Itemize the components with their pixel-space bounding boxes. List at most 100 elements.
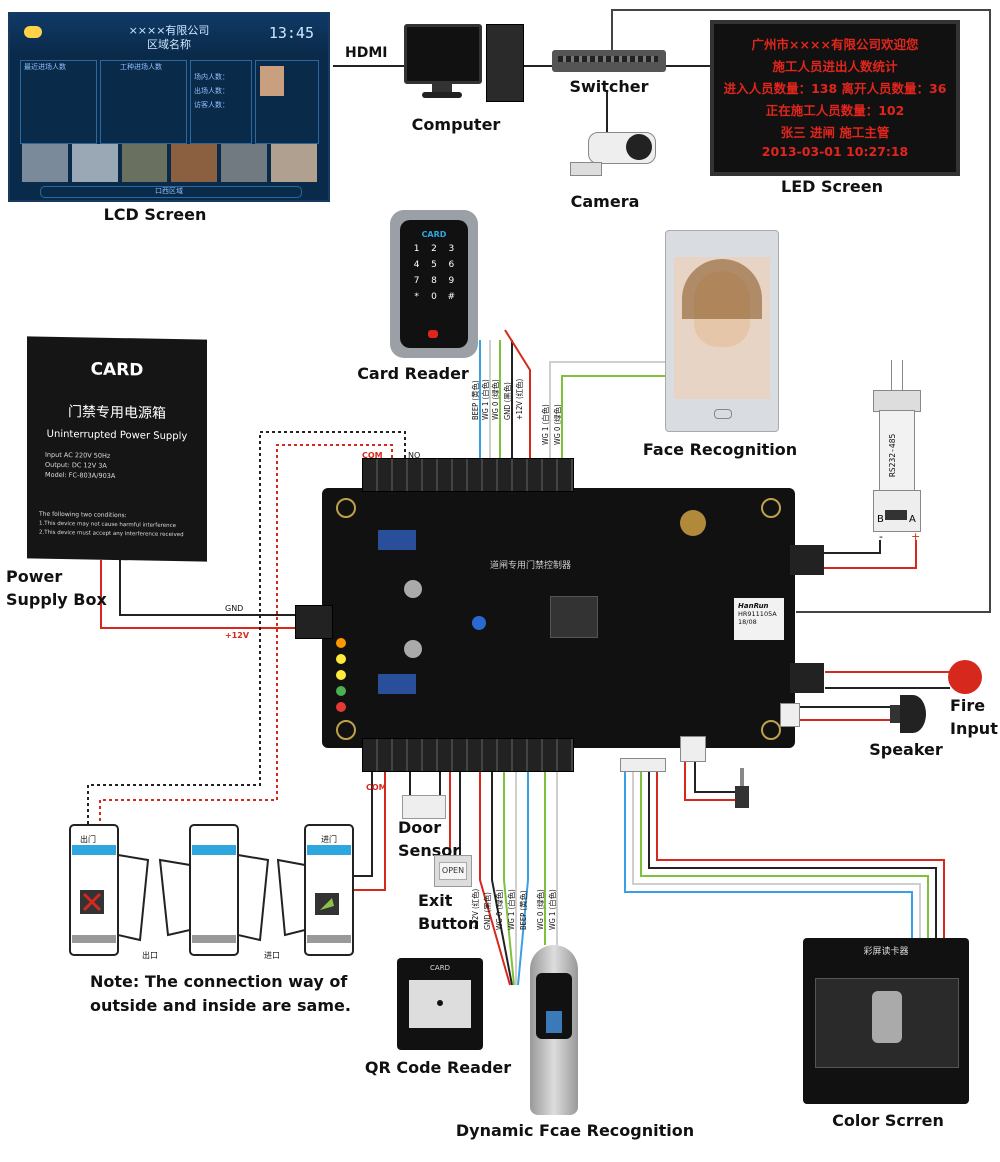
led-indicator-5 xyxy=(336,702,346,712)
computer-label: Computer xyxy=(411,115,501,134)
color-screen-connector xyxy=(620,758,666,772)
wire-label: WG 0 (绿色) xyxy=(552,404,562,445)
v12-label: +12V xyxy=(225,631,250,640)
lcd-panel1: 最近进场人数 xyxy=(24,63,66,71)
keypad-key: # xyxy=(447,292,456,302)
exit-button-text: OPEN xyxy=(439,862,467,880)
rj45-port: HanRun HR911105A 18/08 xyxy=(734,598,784,640)
card-reader-label: Card Reader xyxy=(357,364,469,383)
led-line1: 广州市××××有限公司欢迎您 xyxy=(751,37,919,52)
wire-label: +12V (红色) xyxy=(514,378,524,420)
computer xyxy=(404,24,524,104)
card-reader-brand: CARD xyxy=(421,230,447,239)
network-cable xyxy=(611,9,991,613)
led-line5: 张三 进闸 施工主管 xyxy=(780,125,890,140)
power-box-cond1: 1.This device may not cause harmful inte… xyxy=(39,520,177,530)
power-supply-label-2: Supply Box xyxy=(6,590,107,609)
color-screen-label: Color Scrren xyxy=(832,1111,944,1130)
lcd-stat3: 访客人数： xyxy=(194,101,229,109)
led-line4: 正在施工人员数量：102 xyxy=(765,103,905,118)
color-screen-title: 彩屏读卡器 xyxy=(863,947,909,957)
wire-label: WG 0 (绿色) xyxy=(494,889,504,930)
color-screen: 彩屏读卡器 xyxy=(803,938,969,1104)
card-reader-wire-labels: BEEP (黄色)WG 1 (白色)WG 0 (绿色)GND (黑色)+12V … xyxy=(470,378,524,420)
lcd-subtitle: 区域名称 xyxy=(147,38,191,51)
rs485-connector xyxy=(790,545,824,575)
face-recognition-label: Face Recognition xyxy=(642,440,798,459)
switcher xyxy=(552,50,666,72)
exit-button-label-1: Exit xyxy=(418,891,453,910)
v12-wire xyxy=(100,560,295,629)
power-supply-label-1: Power xyxy=(6,567,63,586)
dynamic-face-device xyxy=(530,945,578,1115)
switch-connector xyxy=(680,736,706,762)
door-sensor xyxy=(402,795,446,819)
wire-label: WG 0 (绿色) xyxy=(490,379,500,420)
lcd-title: ××××有限公司 xyxy=(128,24,210,37)
power-box-output: Output: DC 12V 3A xyxy=(45,460,107,470)
power-supply-box: CARD 门禁专用电源箱 Uninterrupted Power Supply … xyxy=(27,336,207,562)
lcd-avatar xyxy=(260,66,284,96)
face-recognition xyxy=(665,230,779,432)
rs485-b: B xyxy=(877,514,884,525)
rs485-converter: RS232-485 B A - + xyxy=(865,360,927,543)
turnstile-enter xyxy=(276,824,354,956)
keypad-key: 5 xyxy=(431,260,437,270)
wire-label: BEEP (黄色) xyxy=(470,380,480,420)
led-indicator-3 xyxy=(336,670,346,680)
weather-icon xyxy=(24,26,42,38)
rs485-minus: - xyxy=(879,530,883,543)
keypad-key: 1 xyxy=(413,244,420,254)
wire-label: WG 1 (白色) xyxy=(480,379,490,420)
power-box-brand: CARD xyxy=(90,359,144,381)
rs485-label: RS232-485 xyxy=(888,433,897,477)
lcd-screen-label: LCD Screen xyxy=(103,205,207,224)
door-sensor-label-1: Door xyxy=(398,818,442,837)
lcd-stat1: 场内人数： xyxy=(194,73,229,81)
enter-mouth-label: 进口 xyxy=(264,951,280,960)
keypad-key: 8 xyxy=(431,276,437,286)
top-terminal-block xyxy=(362,458,574,492)
wire-label: WG 1 (白色) xyxy=(506,889,516,930)
chip-brand: HanRun xyxy=(738,602,769,610)
lcd-screen: ××××有限公司 区域名称 13:45 最近进场人数 工种进场人数 场内人数： … xyxy=(8,12,330,202)
qr-code-reader: CARD xyxy=(397,958,483,1050)
wire-label: BEEP (黄色) xyxy=(518,890,528,930)
keypad-key: 9 xyxy=(448,276,455,286)
qr-wire-labels: +12V (红色)GND (黑色)WG 0 (绿色)WG 1 (白色)BEEP … xyxy=(470,888,528,930)
lcd-footer: 口西区域 xyxy=(155,187,183,195)
lcd-thumbnails xyxy=(22,144,317,182)
bell-icon xyxy=(428,330,438,338)
camera xyxy=(568,128,658,183)
turnstile-exit-label: 出门 xyxy=(80,834,96,844)
mcu-chip xyxy=(550,596,598,638)
turnstile-exit xyxy=(69,824,150,956)
led-indicator-1 xyxy=(336,638,346,648)
speaker-label: Speaker xyxy=(869,740,943,759)
keypad-key: 3 xyxy=(448,244,455,254)
note-line-2: outside and inside are same. xyxy=(90,996,351,1015)
power-box-input: Input AC 220V 50Hz xyxy=(45,450,111,460)
lcd-clock: 13:45 xyxy=(268,24,314,42)
power-connector xyxy=(295,605,333,639)
rs485-a: A xyxy=(909,514,916,525)
keypad-key: 0 xyxy=(431,292,437,302)
power-box-en: Uninterrupted Power Supply xyxy=(46,428,188,443)
led-indicator-2 xyxy=(336,654,346,664)
fire-input-label-1: Fire xyxy=(950,696,986,715)
keypad-key: 7 xyxy=(413,276,420,286)
qr-code-reader-label: QR Code Reader xyxy=(364,1058,512,1077)
keypad-key: 2 xyxy=(431,244,437,254)
led-indicator-4 xyxy=(336,686,346,696)
fire-alarm-icon xyxy=(948,660,982,694)
speaker-connector xyxy=(780,703,800,727)
keypad-key: * xyxy=(414,292,419,302)
com-top-label: COM xyxy=(362,451,383,460)
switcher-label: Switcher xyxy=(569,77,649,96)
lcd-stat2: 出场人数： xyxy=(194,87,229,95)
fire-input-label-2: Input xyxy=(950,719,998,738)
no-top-label: NO xyxy=(408,451,420,460)
gnd-wire xyxy=(119,560,295,616)
no-dotted-wire xyxy=(87,431,406,830)
